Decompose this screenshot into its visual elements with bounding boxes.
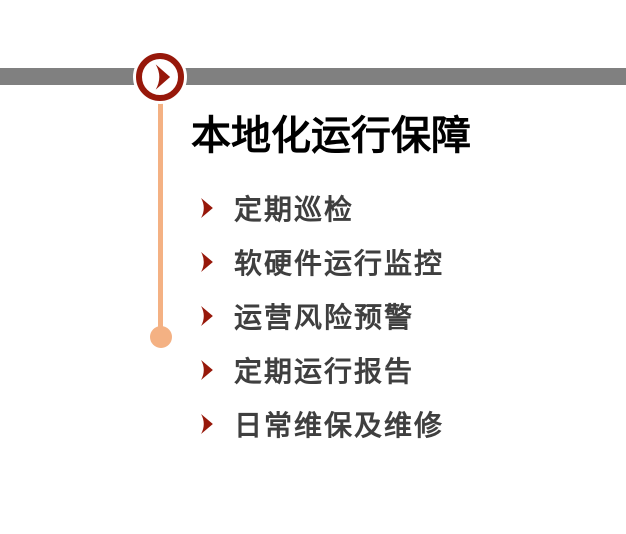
list-item: 定期运行报告: [199, 343, 444, 397]
bullet-list: 定期巡检 软硬件运行监控 运营风险预警 定期运行报告 日常维保及维修: [199, 181, 444, 451]
arrow-bullet-icon: [199, 306, 214, 326]
timeline-marker: [136, 53, 184, 101]
list-item: 运营风险预警: [199, 289, 444, 343]
list-item-label: 定期巡检: [234, 193, 355, 226]
play-arrow-icon: [150, 63, 171, 91]
list-item-label: 软硬件运行监控: [234, 247, 445, 280]
arrow-bullet-icon: [199, 414, 214, 434]
list-item-label: 定期运行报告: [234, 355, 415, 388]
arrow-bullet-icon: [199, 252, 214, 272]
header-divider-bar: [0, 68, 626, 85]
timeline-end-dot: [150, 326, 172, 348]
list-item-label: 日常维保及维修: [234, 409, 445, 442]
list-item: 软硬件运行监控: [199, 235, 444, 289]
list-item: 定期巡检: [199, 181, 444, 235]
arrow-bullet-icon: [199, 198, 214, 218]
list-item-label: 运营风险预警: [234, 301, 415, 334]
list-item: 日常维保及维修: [199, 397, 444, 451]
slide-title: 本地化运行保障: [191, 113, 471, 159]
arrow-bullet-icon: [199, 360, 214, 380]
timeline-line: [158, 98, 163, 337]
